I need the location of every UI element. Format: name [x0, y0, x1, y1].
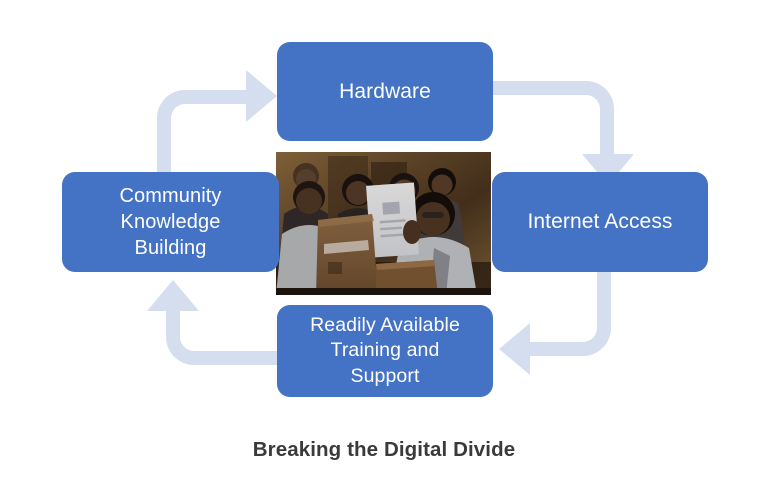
classroom-photo-illustration: [276, 152, 491, 295]
node-label-line-2: Knowledge: [120, 211, 221, 233]
arrow-hardware-to-internet: [489, 81, 634, 185]
arrow-internet-to-training: [499, 269, 611, 375]
process-node-hardware[interactable]: Hardware: [277, 42, 493, 141]
node-label-community-knowledge-building: Community Knowledge Building: [119, 183, 221, 261]
node-label-internet-access: Internet Access: [527, 210, 673, 234]
process-node-training-support[interactable]: Readily Available Training and Support: [277, 305, 493, 397]
node-label-line-3: Building: [134, 237, 207, 259]
arrow-training-to-community: [147, 280, 280, 365]
center-photo: [276, 152, 491, 295]
arrow-community-to-hardware: [157, 70, 277, 176]
node-label-line-1: Community: [119, 185, 222, 207]
node-label-training-support: Readily Available Training and Support: [310, 313, 460, 389]
process-node-internet-access[interactable]: Internet Access: [492, 172, 708, 272]
node-label-line-2: Training and: [330, 339, 440, 362]
process-node-community-knowledge-building[interactable]: Community Knowledge Building: [62, 172, 279, 272]
node-label-line-1: Readily Available: [310, 313, 460, 336]
diagram-caption: Breaking the Digital Divide: [252, 438, 516, 461]
node-label-line-3: Support: [350, 364, 420, 387]
node-label-hardware: Hardware: [339, 79, 431, 103]
